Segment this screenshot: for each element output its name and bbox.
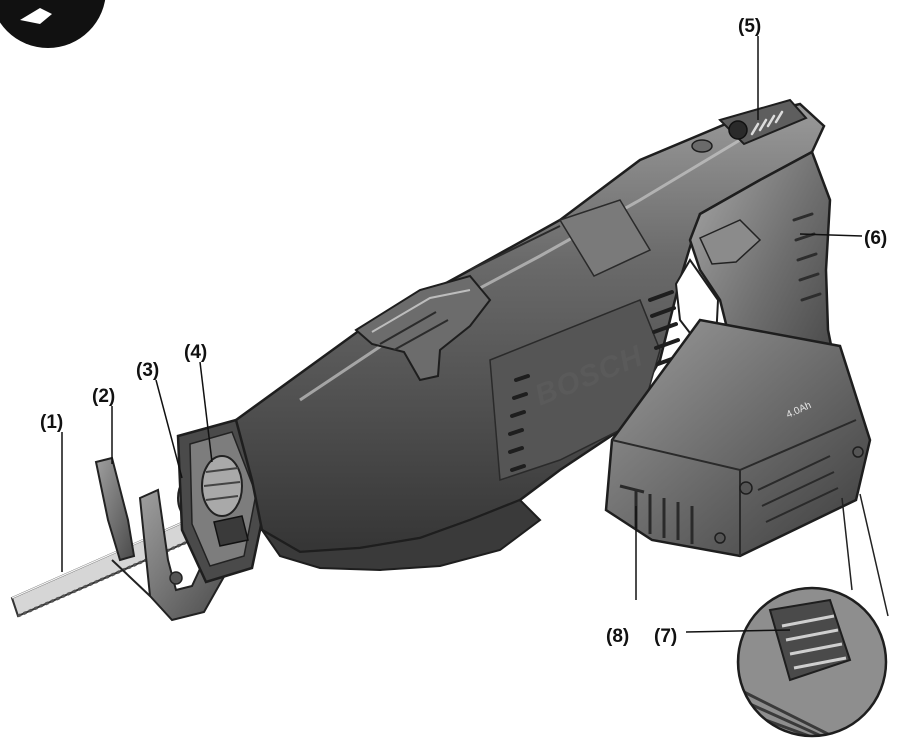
language-badge [0,0,106,48]
detail-inset [736,493,889,738]
saw-housing: BOSCH [234,102,826,572]
callout-3: (3) [136,360,159,381]
on-off-switch [691,98,808,153]
callout-5: (5) [738,16,761,37]
detail-inset-frame [736,586,888,738]
top-lever [354,274,492,382]
vent-slots-front [508,374,530,472]
callout-6: (6) [864,228,887,249]
vent-slots-rear [648,290,682,366]
leader-lines [61,36,863,633]
callout-8: (8) [606,626,629,647]
battery-pack: 4.0Ah [604,318,872,558]
callout-labels: (1) (2) (3) (4) (5) (6) (7) (8) [40,16,887,647]
callout-7: (7) [654,626,677,647]
front-collar [176,418,270,584]
callout-1: (1) [40,412,63,433]
foot-plate [94,456,232,622]
callout-4: (4) [184,342,207,363]
callout-2: (2) [92,386,115,407]
